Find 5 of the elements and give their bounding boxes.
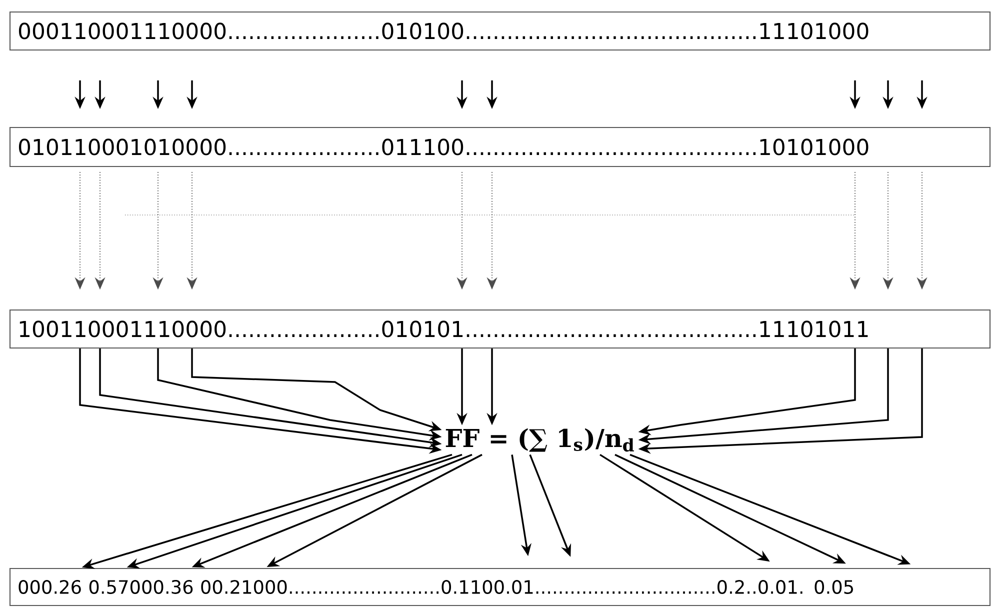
sequence-box: 000.26 0.57000.36 00.21000..........................0.1100.01...............................0.2..0.01. 0.05 [9, 568, 991, 606]
formula-text: FF = (∑ 1$_{s}$)/n$_{d}$ [446, 428, 634, 452]
sequence-box: 100110001110000......................010101..........................................11101011 [9, 309, 991, 349]
sequence-box: 010110001010000......................011100..........................................10101000 [9, 126, 991, 168]
sequence-box: 000110001110000......................010100..........................................11101000 [9, 11, 991, 51]
